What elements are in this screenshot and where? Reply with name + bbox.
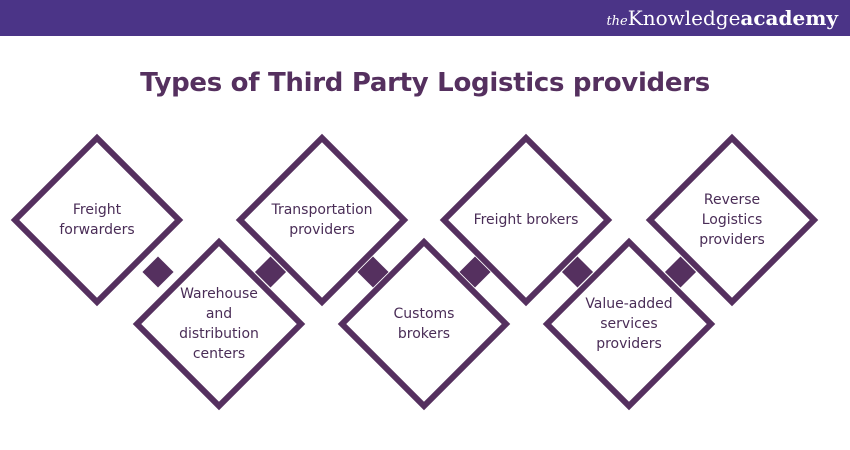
brand-prefix: the: [606, 14, 628, 29]
connector-3: [357, 256, 389, 288]
diagram-title: Types of Third Party Logistics providers: [140, 68, 710, 98]
node-label-3: Transportation providers: [271, 202, 373, 238]
diamond-node-3: [235, 133, 409, 307]
node-label-4: Customs brokers: [393, 306, 455, 342]
connector-group: [142, 256, 697, 288]
connector-4: [459, 256, 491, 288]
node-label-7: Reverse Logistics providers: [699, 192, 765, 248]
diamond-node-1: [10, 133, 184, 307]
brand-academy: academy: [740, 6, 838, 30]
diamond-node-7: [645, 133, 819, 307]
connector-6: [664, 256, 697, 288]
header-bar: theKnowledgeacademy: [0, 0, 850, 36]
diamond-node-5: [439, 133, 613, 307]
connector-2: [254, 256, 287, 288]
node-label-2: Warehouse and distribution centers: [179, 286, 259, 362]
brand-logo: theKnowledgeacademy: [606, 4, 838, 32]
diamond-node-4: [337, 237, 511, 411]
connector-5: [561, 256, 594, 288]
connector-1: [142, 256, 174, 288]
diamond-node-6: [542, 237, 716, 411]
diamond-group: [10, 133, 819, 411]
node-label-5: Freight brokers: [473, 212, 579, 228]
node-label-6: Value-added services providers: [585, 296, 673, 352]
brand-knowledge: Knowledge: [627, 6, 741, 30]
node-label-1: Freight forwarders: [59, 202, 135, 238]
diamond-node-2: [132, 237, 306, 411]
